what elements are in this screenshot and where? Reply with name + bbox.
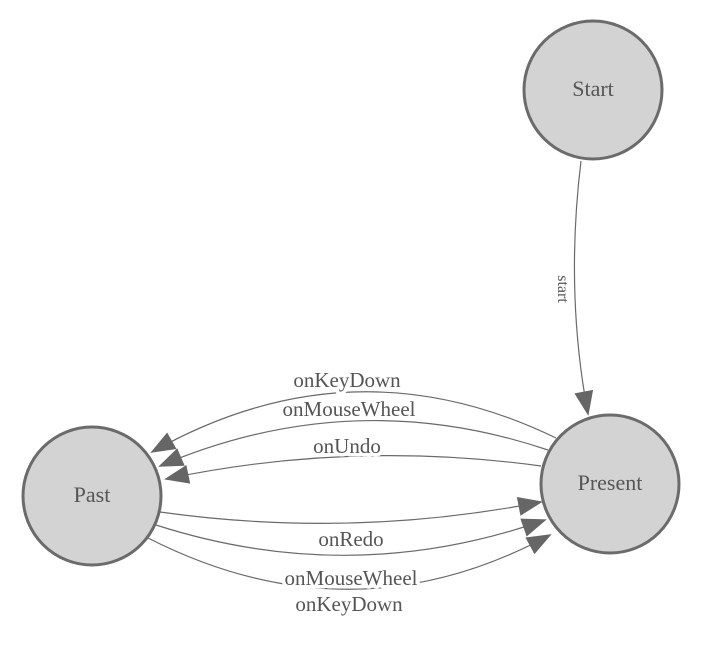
edge-label-onredo: onRedo xyxy=(318,527,383,551)
edge-past-to-present-onmousewheel[interactable] xyxy=(155,518,547,556)
edge-label-onkeydown-bottom: onKeyDown xyxy=(295,592,403,616)
edge-past-to-present-onredo[interactable] xyxy=(159,497,543,524)
edge-layer xyxy=(147,160,594,590)
node-start[interactable] xyxy=(522,19,664,161)
node-start-label: Start xyxy=(572,76,614,101)
edge-label-onmousewheel-top: onMouseWheel xyxy=(283,397,416,421)
node-past[interactable] xyxy=(21,425,163,567)
edge-present-to-past-onkeydown[interactable] xyxy=(150,391,557,453)
edge-label-start: start xyxy=(554,275,571,303)
edge-label-onmousewheel-bottom: onMouseWheel xyxy=(285,566,418,590)
edge-present-to-past-onmousewheel[interactable] xyxy=(158,420,549,467)
edge-present-to-past-onundo[interactable] xyxy=(164,455,542,484)
node-layer: Start Present Past xyxy=(21,19,681,567)
node-present[interactable] xyxy=(539,413,681,555)
edge-start-to-present[interactable] xyxy=(573,160,594,416)
edge-label-layer: start onKeyDown onMouseWheel onUndo onRe… xyxy=(279,272,574,619)
edge-label-onkeydown-top: onKeyDown xyxy=(293,368,401,392)
edge-label-onundo: onUndo xyxy=(313,434,381,458)
node-past-label: Past xyxy=(74,482,111,507)
node-present-label: Present xyxy=(578,470,643,495)
edge-past-to-present-onkeydown[interactable] xyxy=(147,534,552,590)
